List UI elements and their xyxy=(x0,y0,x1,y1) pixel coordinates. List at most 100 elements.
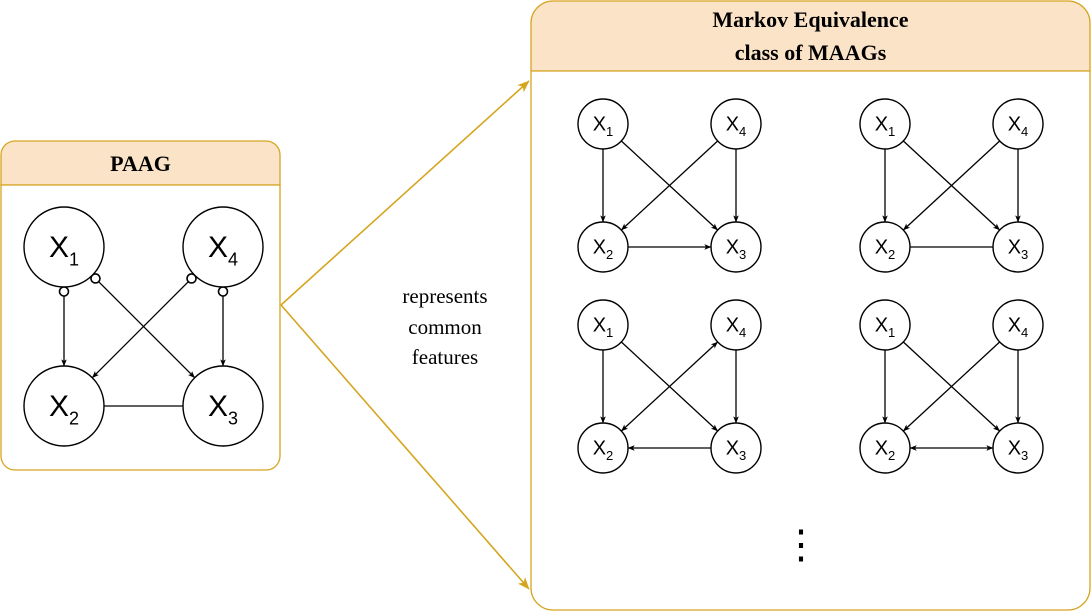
mec-graph-3-node-x3: X3 xyxy=(710,422,762,474)
mec-graph-2-node-x1-circle xyxy=(859,98,911,150)
mec-graph-3-node-x1-label: X1 xyxy=(593,315,614,341)
mec-graph-3-node-x4: X4 xyxy=(710,299,762,351)
mec-graph-1-node-x1-label: X1 xyxy=(593,114,614,140)
mec-graph-4-edge-x4-x2 xyxy=(902,341,1001,432)
mec-graph-3-node-x3-circle xyxy=(710,422,762,474)
mec-graph-4-node-x2-circle xyxy=(859,422,911,474)
mec-graph-1-node-x2-label: X2 xyxy=(593,237,614,263)
mec-panel-header xyxy=(530,0,1091,72)
mec-graph-1-node-x4: X4 xyxy=(710,98,762,150)
mec-graph-2-node-x4-circle xyxy=(992,98,1044,150)
connector-line-lower xyxy=(280,304,530,590)
mec-graph-2-node-x4: X4 xyxy=(992,98,1044,150)
paag-node-x2-circle xyxy=(23,365,105,447)
mec-graph-4-node-x3-label: X3 xyxy=(1008,438,1029,464)
mec-graph-3-node-x3-label: X3 xyxy=(726,438,747,464)
connector-line-upper xyxy=(280,80,530,306)
mec-graph-1-node-x1-circle xyxy=(577,98,629,150)
mec-graph-3-node-x2: X2 xyxy=(577,422,629,474)
mec-graph-4-node-x1-circle xyxy=(859,299,911,351)
mec-graph-2-node-x3-label: X3 xyxy=(1008,237,1029,263)
mec-graph-3-node-x1-circle xyxy=(577,299,629,351)
paag-edge-circle-mark xyxy=(186,273,197,284)
paag-node-x2: X2 xyxy=(23,365,105,447)
mec-graph-4-node-x1: X1 xyxy=(859,299,911,351)
mec-graph-1-node-x3-label: X3 xyxy=(726,237,747,263)
paag-node-x1: X1 xyxy=(23,206,105,288)
mec-graph-4-edge-line xyxy=(902,341,1001,432)
mec-graph-2-node-x3-circle xyxy=(992,221,1044,273)
paag-node-x2-label: X2 xyxy=(49,390,79,428)
mec-graph-1-node-x4-circle xyxy=(710,98,762,150)
paag-edge-circle-mark xyxy=(90,273,101,284)
connector-group: represents common features xyxy=(280,80,530,590)
mec-graph-3-node-x2-label: X2 xyxy=(593,438,614,464)
paag-edge-x4-x2 xyxy=(91,273,197,379)
connector-label-line-3: features xyxy=(412,345,478,369)
mec-graph-1-node-x1: X1 xyxy=(577,98,629,150)
mec-graph-2-edge-line xyxy=(902,140,1001,231)
connector-label-line-1: represents xyxy=(402,284,487,308)
mec-title-line-2: class of MAAGs xyxy=(735,40,887,65)
mec-graph-4-node-x4: X4 xyxy=(992,299,1044,351)
mec-graph-4-node-x2-label: X2 xyxy=(875,438,896,464)
mec-graph-1-edge-x4-x2 xyxy=(620,140,719,231)
mec-graph-3-node-x1: X1 xyxy=(577,299,629,351)
mec-graph-4-node-x3: X3 xyxy=(992,422,1044,474)
paag-edge-x1-x3 xyxy=(90,273,196,379)
paag-node-x1-circle xyxy=(23,206,105,288)
mec-graph-2-node-x1-label: X1 xyxy=(875,114,896,140)
mec-panel-body xyxy=(530,70,1091,611)
paag-edge-circle-mark xyxy=(58,286,70,297)
mec-graph-2-node-x2: X2 xyxy=(859,221,911,273)
mec-graph-1-node-x2-circle xyxy=(577,221,629,273)
mec-graph-3-node-x4-label: X4 xyxy=(726,315,747,341)
mec-graph-1-node-x3-circle xyxy=(710,221,762,273)
mec-title-line-1: Markov Equivalence xyxy=(712,7,908,32)
ellipsis-indicator: ⋮ xyxy=(781,522,821,567)
mec-graph-3-edge-line xyxy=(620,341,719,432)
paag-node-x3-label: X3 xyxy=(208,390,238,428)
paag-edge-line xyxy=(91,281,189,379)
mec-graph-4-node-x4-circle xyxy=(992,299,1044,351)
mec-graph-3-node-x4-circle xyxy=(710,299,762,351)
mec-graph-3-node-x2-circle xyxy=(577,422,629,474)
mec-graph-2-node-x2-circle xyxy=(859,221,911,273)
mec-graph-4-node-x2: X2 xyxy=(859,422,911,474)
mec-graph-1-edge-line xyxy=(620,140,719,231)
paag-title: PAAG xyxy=(110,151,171,176)
paag-edges xyxy=(58,273,229,407)
paag-node-x4-circle xyxy=(182,206,264,288)
paag-node-x4: X4 xyxy=(182,206,264,288)
mec-graph-2-node-x4-label: X4 xyxy=(1008,114,1029,140)
mec-graph-2-edge-x4-x2 xyxy=(902,140,1001,231)
mec-graph-2-node-x2-label: X2 xyxy=(875,237,896,263)
mec-graph-4-node-x4-label: X4 xyxy=(1008,315,1029,341)
mec-graph-2-node-x1: X1 xyxy=(859,98,911,150)
paag-node-x4-label: X4 xyxy=(208,231,238,269)
connector-label-line-2: common xyxy=(408,315,482,339)
paag-node-x3: X3 xyxy=(182,365,264,447)
paag-edge-x4-x3 xyxy=(217,286,229,367)
paag-edge-line xyxy=(98,281,196,379)
paag-node-x3-circle xyxy=(182,365,264,447)
mec-graph-4-node-x3-circle xyxy=(992,422,1044,474)
mec-graph-1-node-x2: X2 xyxy=(577,221,629,273)
mec-graph-3-edge-x2-x4 xyxy=(620,341,719,432)
mec-graph-4-node-x1-label: X1 xyxy=(875,315,896,341)
mec-graph-1-node-x4-label: X4 xyxy=(726,114,747,140)
mec-graph-2-node-x3: X3 xyxy=(992,221,1044,273)
paag-edge-circle-mark xyxy=(217,286,229,297)
mec-graph-1-node-x3: X3 xyxy=(710,221,762,273)
paag-panel-header xyxy=(0,140,281,186)
paag-node-x1-label: X1 xyxy=(49,231,79,269)
